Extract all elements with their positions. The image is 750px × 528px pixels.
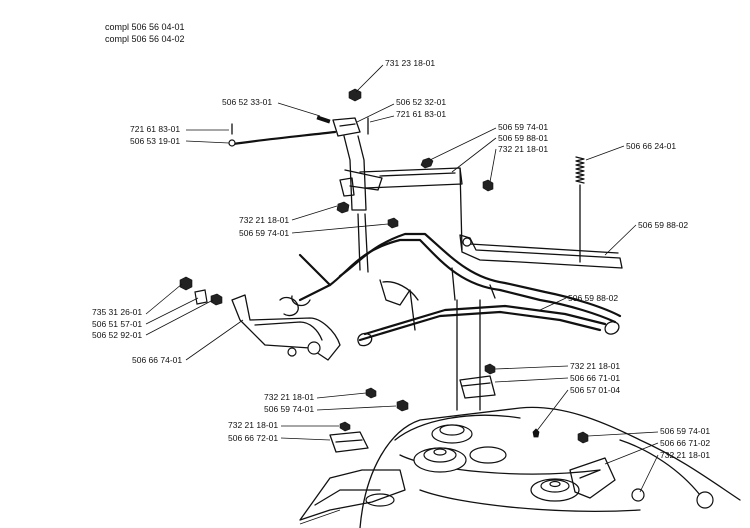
label-506-59-88-01: 506 59 88-01	[498, 133, 548, 143]
label-506-59-88-02-right: 506 59 88-02	[638, 220, 688, 230]
label-732-21-18-01-br: 732 21 18-01	[660, 450, 710, 460]
label-735-31-26-01: 735 31 26-01	[92, 307, 142, 317]
pivot-arm-506-66-74	[231, 294, 341, 361]
spring	[575, 156, 585, 263]
label-732-21-18-01-r2: 732 21 18-01	[570, 361, 620, 371]
label-506-66-74-01: 506 66 74-01	[132, 355, 182, 365]
label-506-52-32-01: 506 52 32-01	[396, 97, 446, 107]
bracket-block	[332, 117, 361, 137]
right-deck-bracket	[569, 457, 616, 499]
leader-lines	[145, 64, 659, 525]
label-506-53-19-01: 506 53 19-01	[130, 136, 180, 146]
label-732-21-18-01-l2: 732 21 18-01	[264, 392, 314, 402]
left-pivot-assembly	[179, 276, 341, 361]
nut-731-23-18	[348, 88, 362, 102]
label-732-21-18-01-top: 732 21 18-01	[498, 144, 548, 154]
lift-rod	[231, 130, 337, 146]
mower-deck	[299, 406, 741, 528]
label-506-59-74-01-mid: 506 59 74-01	[239, 228, 289, 238]
label-506-57-01-04: 506 57 01-04	[570, 385, 620, 395]
assembly-number-2: compl 506 56 04-02	[105, 34, 185, 44]
label-721-61-83-01-left: 721 61 83-01	[130, 124, 180, 134]
belt-guard	[299, 469, 406, 521]
label-731-23-18-01: 731 23 18-01	[385, 58, 435, 68]
label-506-52-92-01: 506 52 92-01	[92, 330, 142, 340]
linkage-bar-top	[359, 157, 494, 251]
label-732-21-18-01-l3: 732 21 18-01	[228, 420, 278, 430]
main-lift-frame	[291, 213, 622, 411]
label-732-21-18-01-mid: 732 21 18-01	[239, 215, 289, 225]
part-labels: 731 23 18-01 506 52 33-01 506 52 32-01 7…	[92, 58, 710, 460]
label-506-66-71-01: 506 66 71-01	[570, 373, 620, 383]
grease-nipple	[179, 276, 193, 291]
right-lever-bar	[459, 234, 623, 269]
label-506-59-74-01-l2: 506 59 74-01	[264, 404, 314, 414]
bracket-506-66-71-01	[459, 363, 540, 438]
label-506-66-71-02: 506 66 71-02	[660, 438, 710, 448]
bushing	[194, 289, 208, 305]
label-506-59-74-01-br: 506 59 74-01	[660, 426, 710, 436]
label-506-66-24-01: 506 66 24-01	[626, 141, 676, 151]
label-506-59-74-01-top: 506 59 74-01	[498, 122, 548, 132]
label-721-61-83-01-right: 721 61 83-01	[396, 109, 446, 119]
assembly-number-1: compl 506 56 04-01	[105, 22, 185, 32]
upper-lever-assembly	[228, 88, 383, 211]
label-506-52-33-01: 506 52 33-01	[222, 97, 272, 107]
label-506-59-88-02-frame: 506 59 88-02	[568, 293, 618, 303]
bracket-506-66-72-01	[329, 387, 589, 453]
label-506-51-57-01: 506 51 57-01	[92, 319, 142, 329]
nut-mid	[336, 201, 350, 214]
bolt-mid	[387, 217, 399, 229]
label-506-66-72-01: 506 66 72-01	[228, 433, 278, 443]
